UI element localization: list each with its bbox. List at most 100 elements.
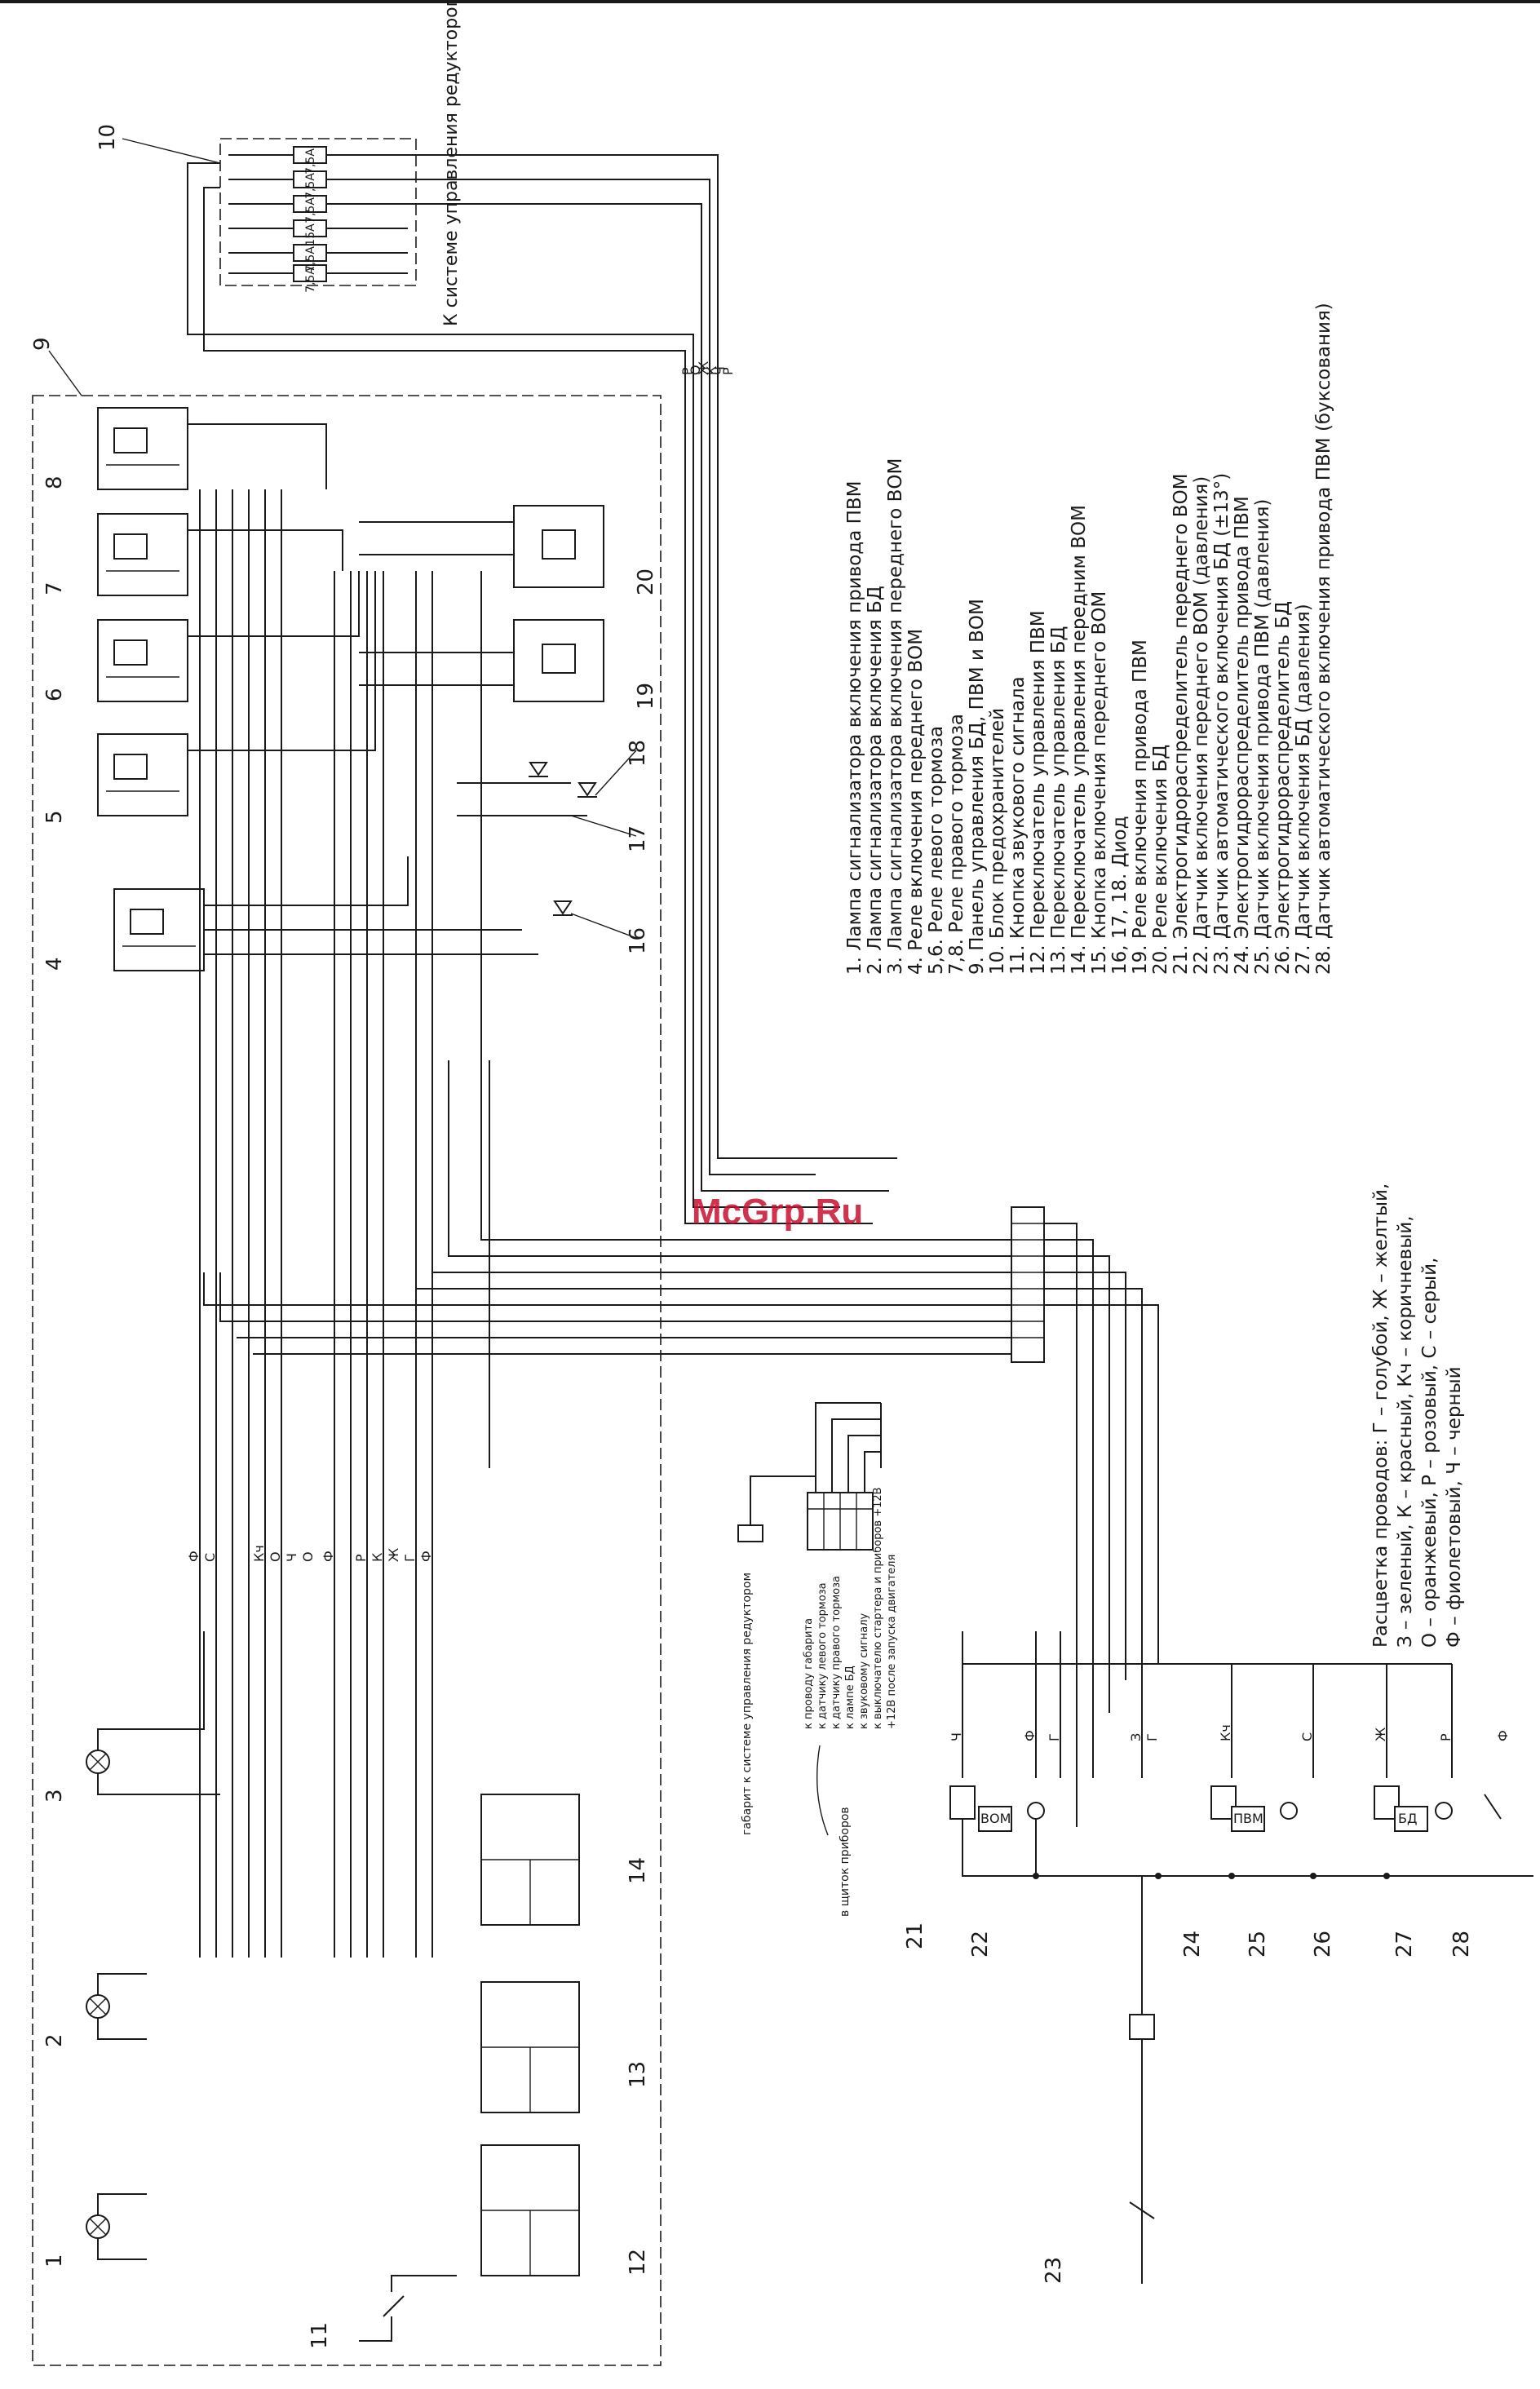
legend-item: 4. Реле включения переднего ВОМ — [905, 629, 927, 975]
component-number-27: 27 — [1392, 1931, 1417, 1958]
relay-7: 7 — [42, 513, 188, 596]
legend-item: 1. Лампа сигнализатора включения привода… — [844, 480, 865, 975]
component-number-21: 21 — [903, 1922, 927, 1949]
relay-19: 19 — [513, 619, 658, 710]
legend-item: 7,8. Реле правого тормоза — [946, 714, 967, 975]
wire-letter: Кч — [251, 1545, 267, 1562]
legend-item: 21. Электрогидрораспределитель переднего… — [1170, 473, 1192, 975]
instrument-connector — [737, 1402, 882, 1551]
note-12v: +12В после запуска двигателя — [886, 1555, 898, 1729]
fuse-rating: 7,5А — [304, 267, 317, 293]
legend-item: 14. Переключатель управления передним ВО… — [1069, 505, 1090, 975]
wire-letter: О — [300, 1551, 316, 1562]
relay-6: 6 — [42, 619, 188, 702]
component-number-7: 7 — [42, 582, 67, 595]
wire-letter: К — [370, 1552, 385, 1562]
central-connector — [1011, 1206, 1159, 1827]
component-number-6: 6 — [42, 688, 67, 701]
component-number-28: 28 — [1449, 1931, 1474, 1958]
legend-item: 19. Реле включения привода ПВМ — [1130, 639, 1151, 975]
lamp-3: 3 — [42, 1631, 220, 1803]
wire-letter: Ч — [284, 1553, 299, 1562]
bottom-devices: ВОМ ПВМ БД 21 22 23 24 25 26 — [903, 1631, 1533, 2284]
component-number-5: 5 — [42, 810, 67, 824]
component-number-8: 8 — [42, 476, 67, 489]
switch-13: 13 — [480, 1981, 650, 2113]
legend-item: 12. Переключатель управления ПВМ — [1028, 610, 1049, 975]
diode-group: 18 17 16 — [529, 740, 650, 954]
fuse-rating: 7,5А — [304, 246, 317, 272]
legend-item: 9. Панель управления БД, ПВМ и ВОМ — [967, 599, 988, 975]
valve-label-bd: БД — [1398, 1811, 1417, 1826]
reducer-control-label: К системе управления редуктором — [441, 0, 462, 326]
component-number-13: 13 — [626, 2061, 650, 2088]
wire-color-line: О – оранжевый, Р – розовый, С – серый, — [1419, 1258, 1440, 1648]
wire-color-key: Расцветка проводов: Г – голубой, Ж – жел… — [1370, 1183, 1465, 1648]
legend-item: 11. Кнопка звукового сигнала — [1007, 676, 1029, 975]
fuse-rating: 7,5А — [304, 148, 317, 175]
wire-color-line: Ф – фиолетовый, Ч – черный — [1444, 1366, 1465, 1648]
component-number-24: 24 — [1180, 1931, 1205, 1958]
note-starter: к выключателю стартера и приборов +12В — [872, 1487, 884, 1729]
note-gabarit: к проводу габарита — [803, 1618, 815, 1729]
legend-item: 27. Датчик включения БД (давления) — [1293, 604, 1314, 975]
valve-label-vom: ВОМ — [980, 1811, 1011, 1826]
wire-letter: Ф — [1495, 1730, 1511, 1741]
wire-letter: Р — [679, 367, 695, 375]
legend-item: 10. Блок предохранителей — [987, 708, 1008, 975]
wire-color-line: Расцветка проводов: Г – голубой, Ж – жел… — [1370, 1183, 1392, 1648]
component-number-2: 2 — [42, 2033, 67, 2047]
component-number-22: 22 — [968, 1931, 993, 1958]
wire-letter: Ф — [1022, 1730, 1038, 1741]
legend-item: 26. Электрогидрораспределитель БД — [1272, 601, 1294, 975]
wire-letter: К — [704, 365, 719, 375]
wire-letter: Ф — [186, 1551, 201, 1562]
legend-item: 15. Кнопка включения переднего ВОМ — [1089, 591, 1110, 975]
legend-item: 5,6. Реле левого тормоза — [926, 726, 947, 975]
component-number-14: 14 — [626, 1857, 650, 1884]
wire-letter: О — [268, 1551, 283, 1562]
legend-item: 28. Датчик автоматического включения при… — [1313, 303, 1334, 975]
component-number-17: 17 — [626, 825, 650, 852]
component-number-23: 23 — [1042, 2257, 1066, 2284]
fuse-rating: 7,5А — [304, 173, 317, 199]
horn-button-11: 11 — [308, 2275, 457, 2349]
page-top-border — [0, 0, 1540, 3]
wire-letter: Кч — [1218, 1724, 1233, 1741]
component-number-25: 25 — [1246, 1931, 1270, 1958]
component-number-20: 20 — [634, 568, 658, 595]
note-group: в щиток приборов — [839, 1807, 852, 1917]
legend-item: 16, 17, 18. Диод — [1109, 816, 1131, 975]
legend-item: 24. Электрогидрораспределитель привода П… — [1232, 496, 1253, 975]
wire-letter: Г — [402, 1554, 418, 1562]
wire-letter: Г — [1047, 1733, 1062, 1741]
relay-5: 5 — [42, 733, 188, 824]
valve-label-pvm: ПВМ — [1233, 1811, 1263, 1826]
fuse-rating: 7,5А — [304, 197, 317, 223]
note-horn: к звуковому сигналу — [858, 1613, 870, 1729]
legend-item: 2. Лампа сигнализатора включения БД — [865, 586, 886, 975]
fuse-block-wires — [187, 154, 719, 1101]
switch-12: 12 — [480, 2144, 650, 2276]
note-gabarit-reducer: габарит к системе управления редуктором — [741, 1573, 754, 1835]
watermark-logo: McGrp.Ru — [692, 1192, 863, 1232]
component-number-4: 4 — [42, 957, 67, 971]
component-number-18: 18 — [626, 740, 650, 767]
wire-letter: Ф — [321, 1551, 336, 1562]
lamp-1: 1 — [42, 2193, 147, 2267]
wire-letter: Ж — [696, 361, 711, 375]
component-number-3: 3 — [42, 1789, 67, 1803]
component-number-10: 10 — [95, 124, 120, 151]
wire-letter: С — [202, 1553, 218, 1562]
fuse-rating: 15А — [304, 223, 317, 246]
wire-letter: Р — [353, 1554, 369, 1562]
wire-letters-bus: Ф С Кч О Ч О Ф Р К Ж Г Ф — [186, 1545, 434, 1562]
wire-letter: Ч — [712, 366, 728, 375]
component-number-11: 11 — [308, 2322, 332, 2349]
legend-item: 25. Датчик включения привода ПВМ (давлен… — [1252, 499, 1273, 975]
legend-item: 20. Реле включения БД — [1150, 745, 1171, 975]
fuse-block-10: 7,5А 7,5А 7,5А 15А 7,5А 7,5А 10 К систем… — [95, 0, 462, 326]
note-lamp-bd: к лампе БД — [844, 1666, 856, 1729]
wire-letter: Р — [1438, 1733, 1454, 1741]
wire-letter: Ф — [418, 1551, 434, 1562]
